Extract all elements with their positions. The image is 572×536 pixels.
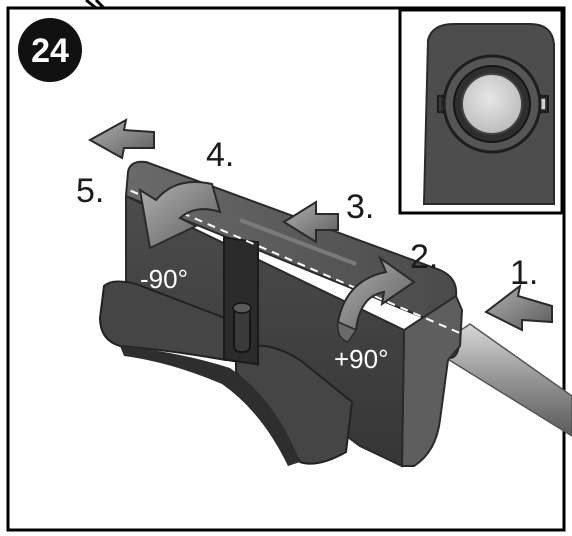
label-step-1: 1. [510, 254, 538, 292]
label-plus-90: +90° [334, 344, 389, 374]
base-foot-left [98, 280, 232, 362]
label-step-4: 4. [206, 136, 234, 174]
rotate-minus-90-arrow [138, 181, 222, 250]
base-underside [120, 346, 300, 466]
step-number: 24 [31, 32, 69, 70]
lock-knob [461, 73, 523, 135]
step-badge: 24 [18, 18, 82, 82]
push-arrow-3 [282, 200, 339, 244]
push-arrow-1 [484, 283, 553, 332]
rotate-plus-90-arrow [336, 255, 416, 332]
label-step-3: 3. [346, 188, 374, 226]
rotation-axis [91, 173, 463, 335]
detail-inset [398, 8, 564, 215]
corner-mark [85, 0, 106, 10]
push-arrow-5 [87, 118, 155, 160]
label-step-2: 2. [410, 238, 438, 276]
block-end-face [400, 294, 464, 467]
label-minus-90: -90° [140, 264, 188, 294]
label-step-5: 5. [76, 172, 104, 210]
